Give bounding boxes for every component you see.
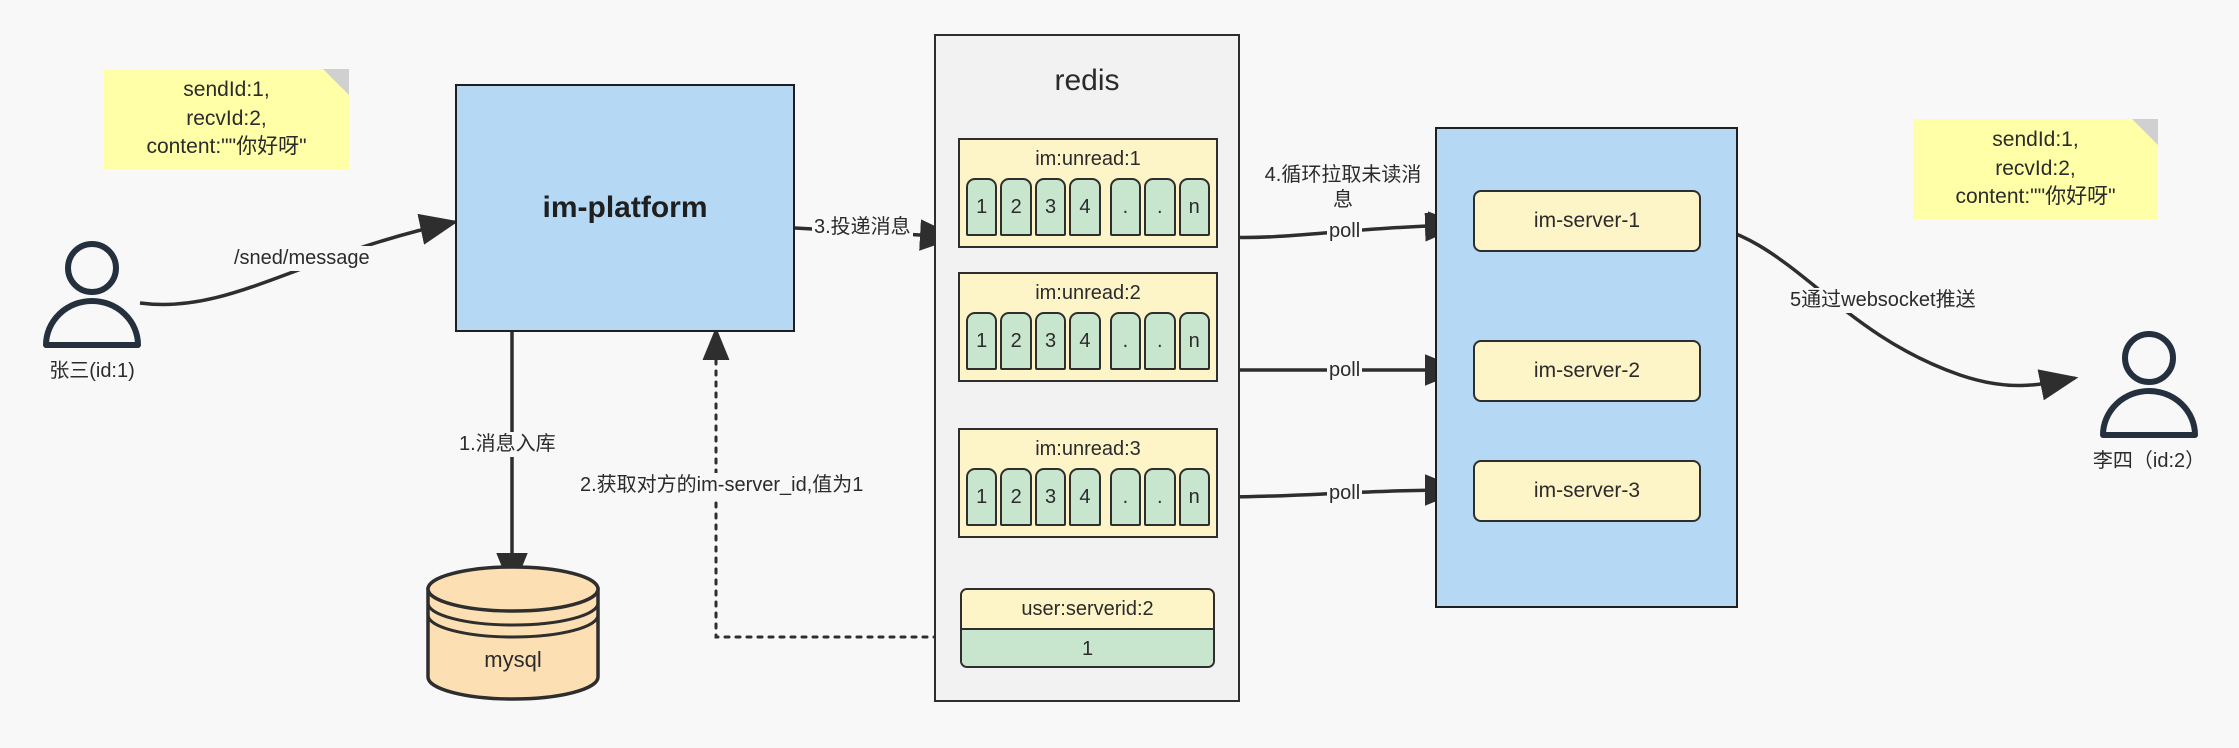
redis-key-group-2[interactable]: im:unread:3 1 2 3 4 . . n: [958, 428, 1218, 538]
redis-key-label: im:unread:1: [960, 140, 1216, 178]
im-server-label: im-server-1: [1533, 209, 1641, 232]
redis-cell[interactable]: .: [1144, 178, 1176, 236]
mysql-label: mysql: [484, 647, 542, 672]
person-icon: [2100, 331, 2198, 438]
redis-key-group-1[interactable]: im:unread:2 1 2 3 4 . . n: [958, 272, 1218, 382]
im-server-label: im-server-2: [1533, 359, 1641, 382]
redis-cell[interactable]: 2: [1000, 312, 1032, 370]
redis-cell[interactable]: .: [1109, 468, 1142, 526]
redis-cell[interactable]: n: [1178, 178, 1210, 236]
mysql-database[interactable]: mysql: [424, 565, 602, 701]
edge-label-send-message: /sned/message: [232, 246, 372, 271]
message-note-right: sendId:1, recvId:2, content:""你好呀": [1913, 119, 2158, 219]
redis-cell[interactable]: 3: [1034, 468, 1067, 526]
note-text: sendId:1, recvId:2, content:""你好呀": [1955, 127, 2116, 209]
im-platform-label: im-platform: [542, 191, 708, 224]
redis-key-label: im:unread:2: [960, 274, 1216, 312]
edge-label-step5: 5通过websocket推送: [1788, 288, 1978, 313]
edge-label-poll-2: poll: [1327, 358, 1363, 383]
note-fold-icon: [323, 69, 349, 95]
message-note-left: sendId:1, recvId:2, content:""你好呀": [104, 69, 349, 169]
redis-cell[interactable]: .: [1109, 312, 1142, 370]
edge-label-step3: 3.投递消息: [812, 215, 913, 240]
actor-receiver-label: 李四（id:2）: [2092, 450, 2206, 472]
edge-label-poll-1: poll: [1327, 219, 1363, 244]
redis-title: redis: [1054, 64, 1120, 97]
actor-sender: 张三(id:1): [32, 240, 152, 382]
redis-cell-row: 1 2 3 4 . . n: [960, 178, 1216, 244]
redis-cell[interactable]: 2: [1000, 468, 1032, 526]
redis-cell[interactable]: 4: [1069, 178, 1101, 236]
note-text: sendId:1, recvId:2, content:""你好呀": [146, 77, 307, 159]
edge-label-step2: 2.获取对方的im-server_id,值为1: [578, 473, 866, 498]
im-platform-box[interactable]: im-platform: [455, 84, 795, 332]
redis-key-group-0[interactable]: im:unread:1 1 2 3 4 . . n: [958, 138, 1218, 248]
redis-cell[interactable]: 1: [966, 178, 998, 236]
redis-cell[interactable]: 3: [1034, 312, 1067, 370]
redis-cell[interactable]: 2: [1000, 178, 1032, 236]
im-server-2-box[interactable]: im-server-2: [1473, 340, 1701, 402]
im-server-1-box[interactable]: im-server-1: [1473, 190, 1701, 252]
redis-cell[interactable]: .: [1109, 178, 1142, 236]
redis-cell[interactable]: 1: [966, 312, 998, 370]
redis-cell[interactable]: 4: [1069, 468, 1101, 526]
person-icon: [43, 241, 141, 348]
im-server-label: im-server-3: [1533, 479, 1641, 502]
im-server-3-box[interactable]: im-server-3: [1473, 460, 1701, 522]
redis-cell[interactable]: 4: [1069, 312, 1101, 370]
edge-label-step4: 4.循环拉取未读消 息: [1258, 163, 1428, 213]
redis-cell[interactable]: n: [1178, 312, 1210, 370]
note-fold-icon: [2132, 119, 2158, 145]
redis-value-value: 1: [962, 630, 1213, 666]
redis-cell[interactable]: n: [1178, 468, 1210, 526]
actor-sender-label: 张三(id:1): [49, 360, 135, 382]
redis-cell[interactable]: 3: [1034, 178, 1067, 236]
redis-cell-row: 1 2 3 4 . . n: [960, 468, 1216, 534]
redis-user-serverid-entry[interactable]: user:serverid:2 1: [960, 588, 1215, 668]
database-cylinder-icon: [426, 565, 600, 701]
redis-cell[interactable]: 1: [966, 468, 998, 526]
redis-value-key: user:serverid:2: [962, 590, 1213, 630]
actor-receiver: 李四（id:2）: [2089, 330, 2209, 472]
edge-label-poll-3: poll: [1327, 481, 1363, 506]
redis-key-label: im:unread:3: [960, 430, 1216, 468]
edge-label-step1: 1.消息入库: [457, 432, 558, 457]
redis-cell[interactable]: .: [1144, 468, 1176, 526]
redis-cell[interactable]: .: [1144, 312, 1176, 370]
redis-cell-row: 1 2 3 4 . . n: [960, 312, 1216, 378]
